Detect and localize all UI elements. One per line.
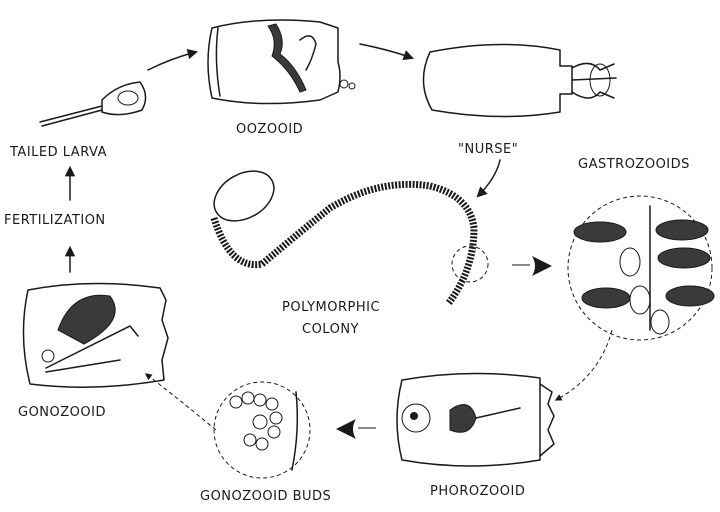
colony-label: COLONY <box>302 322 359 337</box>
gonozooid-drawing <box>23 283 168 387</box>
polymorphic-label: POLYMORPHIC <box>282 300 380 315</box>
tailed-larva-label: TAILED LARVA <box>9 145 107 160</box>
gastrozooids-label: GASTROZOOIDS <box>578 157 690 172</box>
oozooid-label: OOZOOID <box>236 122 303 137</box>
fertilization-label: FERTILIZATION <box>4 213 106 228</box>
gonozooid-buds-label: GONOZOOID BUDS <box>200 489 331 504</box>
phorozooid-label: PHOROZOOID <box>430 484 525 499</box>
gonozooid-label: GONOZOOID <box>18 405 106 420</box>
tailed-larva-drawing <box>40 82 146 126</box>
cycle-arrows <box>70 44 612 439</box>
gastrozooids-drawing <box>568 196 714 340</box>
oozooid-drawing <box>208 20 355 104</box>
nurse-drawing <box>423 44 616 116</box>
nurse-label: "NURSE" <box>458 142 518 157</box>
gonozooid-buds-drawing <box>214 382 310 478</box>
phorozooid-drawing <box>397 373 554 466</box>
polymorphic-colony-drawing <box>205 161 488 304</box>
